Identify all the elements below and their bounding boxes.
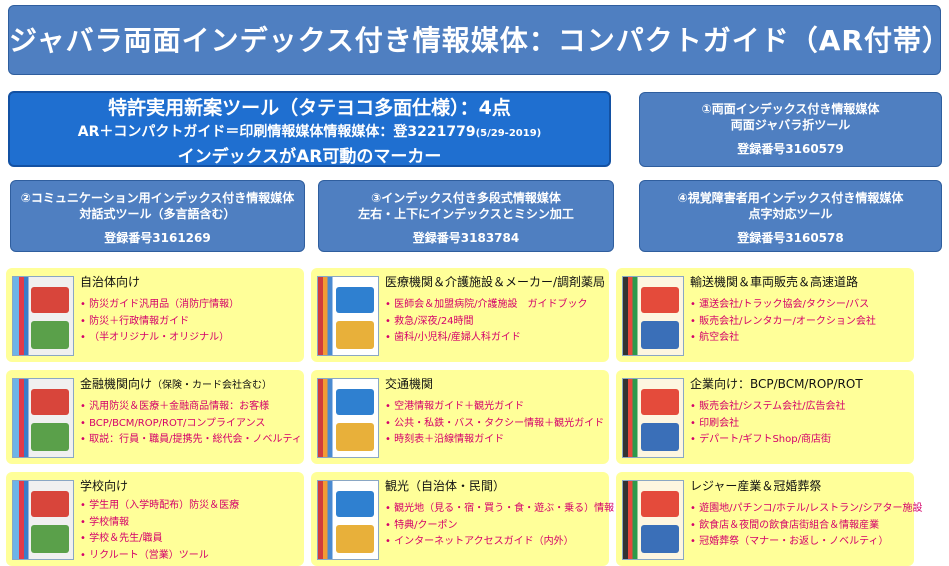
category-item: 歯科/小児科/産婦人科ガイド (385, 330, 587, 347)
category-item: 飲食店＆夜間の飲食店街組合＆情報産業 (690, 518, 923, 535)
category-item: インターネットアクセスガイド（内外） (385, 534, 614, 551)
category-card-municipality: 自治体向け 防災ガイド汎用品（消防庁情報） 防災＋行政情報ガイド （半オリジナル… (6, 268, 304, 362)
category-title: 自治体向け (80, 275, 141, 289)
category-item: 学校情報 (80, 515, 239, 532)
category-title: 観光（自治体・民間） (385, 479, 506, 493)
page-title: ジャバラ両面インデックス付き情報媒体：コンパクトガイド（AR付帯） (8, 5, 949, 75)
category-item: 冠婚葬祭（マナー・お返し・ノベルティ） (690, 534, 923, 551)
registration-subtitle: 左右・上下にインデックスとミシン加工 (358, 207, 574, 221)
category-card-transportation: 交通機関 空港情報ガイド＋観光ガイド 公共・私鉄・バス・タクシー情報＋観光ガイド… (311, 370, 609, 464)
registration-box-2: ②コミュニケーション用インデックス付き情報媒体 対話式ツール（多言語含む） 登録… (10, 180, 305, 252)
guide-booklet-image (12, 378, 74, 458)
guide-booklet-image (317, 276, 379, 356)
category-card-transport-sales: 輸送機関＆車両販売＆高速道路 運送会社/トラック協会/タクシー/バス 販売会社/… (616, 268, 914, 362)
guide-booklet-image (12, 480, 74, 560)
category-item: 販売会社/システム会社/広告会社 (690, 399, 845, 416)
category-item: 防災＋行政情報ガイド (80, 314, 239, 331)
guide-booklet-image (317, 480, 379, 560)
category-card-medical: 医療機関＆介護施設＆メーカー/調剤薬局 医師会＆加盟病院/介護施設 ガイドブック… (311, 268, 609, 362)
category-item: 学校＆先生/職員 (80, 531, 239, 548)
category-title: 金融機関向け（保険・カード会社含む） (80, 377, 273, 391)
registration-subtitle: 両面ジャバラ折ツール (730, 118, 851, 132)
category-item: BCP/BCM/ROP/ROT/コンプライアンス (80, 416, 302, 433)
patent-line-1: 特許実用新案ツール（タテヨコ多面仕様）：4点 (108, 97, 511, 119)
category-card-leisure: レジャー産業＆冠婚葬祭 遊園地/パチンコ/ホテル/レストラン/シアター施設 飲食… (616, 472, 923, 566)
registration-title: ②コミュニケーション用インデックス付き情報媒体 (20, 191, 295, 205)
registration-title: ③インデックス付き多段式情報媒体 (371, 191, 561, 205)
patent-summary-box: 特許実用新案ツール（タテヨコ多面仕様）：4点 AR＋コンパクトガイド＝印刷情報媒… (8, 91, 611, 167)
category-item: 取説：行員・職員/提携先・総代会・ノベルティ (80, 432, 302, 449)
category-item: 救急/深夜/24時間 (385, 314, 587, 331)
category-item: 運送会社/トラック協会/タクシー/バス (690, 297, 876, 314)
category-title: 企業向け：BCP/BCM/ROP/ROT (690, 377, 863, 391)
category-title: 学校向け (80, 479, 129, 493)
category-item: 医師会＆加盟病院/介護施設 ガイドブック (385, 297, 587, 314)
registration-box-3: ③インデックス付き多段式情報媒体 左右・上下にインデックスとミシン加工 登録番号… (318, 180, 614, 252)
registration-subtitle: 対話式ツール（多言語含む） (79, 207, 236, 221)
category-title: 交通機関 (385, 377, 434, 391)
registration-box-4: ④視覚障害者用インデックス付き情報媒体 点字対応ツール 登録番号3160578 (639, 180, 942, 252)
category-item: デパート/ギフトShop/商店街 (690, 432, 846, 449)
category-item: リクルート（営業）ツール (80, 548, 239, 565)
category-item: 学生用（入学時配布）防災＆医療 (80, 498, 239, 515)
patent-line-3: インデックスがAR可動のマーカー (177, 147, 442, 167)
category-item: 時刻表＋沿線情報ガイド (385, 432, 604, 449)
category-item: 空港情報ガイド＋観光ガイド (385, 399, 604, 416)
category-item: 防災ガイド汎用品（消防庁情報） (80, 297, 239, 314)
category-card-finance: 金融機関向け（保険・カード会社含む） 汎用防災＆医療＋金融商品情報：お客様 BC… (6, 370, 304, 464)
patent-date: (5/29-2019) (475, 128, 542, 139)
registration-title: ④視覚障害者用インデックス付き情報媒体 (677, 191, 904, 205)
registration-number: 登録番号3160579 (737, 142, 844, 156)
guide-booklet-image (622, 378, 684, 458)
guide-booklet-image (317, 378, 379, 458)
category-item: 販売会社/レンタカー/オークション会社 (690, 314, 876, 331)
registration-number: 登録番号3160578 (737, 231, 844, 245)
guide-booklet-image (622, 276, 684, 356)
category-item: 遊園地/パチンコ/ホテル/レストラン/シアター施設 (690, 501, 922, 518)
registration-subtitle: 点字対応ツール (748, 207, 833, 221)
guide-booklet-image (622, 480, 684, 560)
category-card-enterprise: 企業向け：BCP/BCM/ROP/ROT 販売会社/システム会社/広告会社 印刷… (616, 370, 914, 464)
category-card-tourism: 観光（自治体・民間） 観光地（見る・宿・買う・食・遊ぶ・乗る）情報 特典/クーポ… (311, 472, 614, 566)
patent-line-2: AR＋コンパクトガイド＝印刷情報媒体情報媒体：登3221779(5/29-201… (77, 124, 542, 140)
category-card-school: 学校向け 学生用（入学時配布）防災＆医療 学校情報 学校＆先生/職員 リクルート… (6, 472, 304, 566)
category-item: 航空会社 (690, 330, 876, 347)
category-item: 特典/クーポン (385, 518, 614, 535)
registration-number: 登録番号3161269 (104, 231, 211, 245)
registration-number: 登録番号3183784 (412, 231, 520, 245)
category-subtitle: （保険・カード会社含む） (152, 380, 273, 391)
category-item: 汎用防災＆医療＋金融商品情報：お客様 (80, 399, 302, 416)
category-title: レジャー産業＆冠婚葬祭 (690, 479, 822, 493)
registration-box-1: ①両面インデックス付き情報媒体 両面ジャバラ折ツール 登録番号3160579 (639, 92, 942, 167)
category-title: 医療機関＆介護施設＆メーカー/調剤薬局 (385, 275, 606, 289)
category-item: 印刷会社 (690, 416, 846, 433)
category-item: 観光地（見る・宿・買う・食・遊ぶ・乗る）情報 (385, 501, 614, 518)
registration-title: ①両面インデックス付き情報媒体 (701, 102, 880, 116)
category-item: 公共・私鉄・バス・タクシー情報＋観光ガイド (385, 416, 604, 433)
guide-booklet-image (12, 276, 74, 356)
category-item: （半オリジナル・オリジナル） (80, 330, 239, 347)
category-title: 輸送機関＆車両販売＆高速道路 (690, 275, 859, 289)
